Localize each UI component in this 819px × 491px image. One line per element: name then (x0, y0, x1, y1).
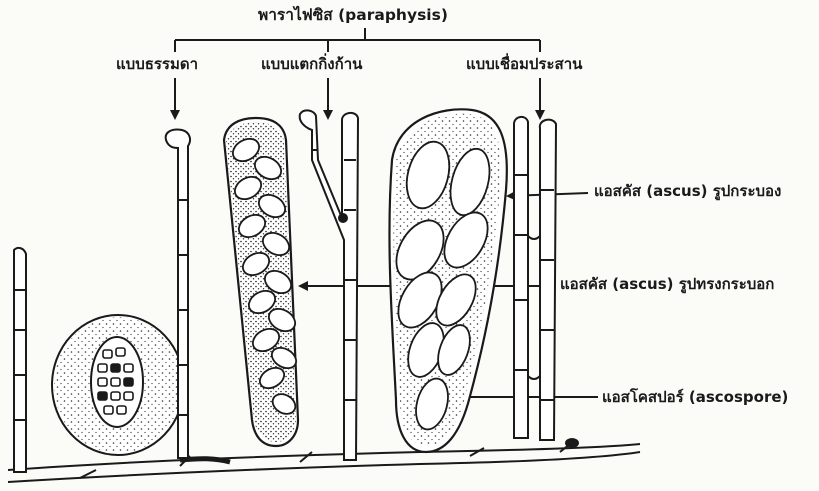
ascus-club-label: แอสคัส (ascus) รูปกระบอง (594, 184, 781, 199)
club-ascus (387, 109, 507, 452)
bracket (175, 28, 540, 52)
round-ascocarp (52, 315, 184, 455)
ascospore-label: แอสโคสปอร์ (ascospore) (602, 390, 788, 405)
left-paraphysis (14, 248, 26, 472)
paraphysis-title: พาราไฟซิส (paraphysis) (258, 8, 448, 24)
ascus-cylinder-label: แอสคัส (ascus) รูปทรงกระบอก (560, 277, 774, 292)
type-anastomosing-label: แบบเชื่อมประสาน (466, 57, 582, 72)
type-branched-label: แบบแตกกิ่งก้าน (261, 57, 362, 72)
type-arrows (175, 78, 540, 118)
type-simple-label: แบบธรรมดา (116, 57, 198, 72)
anastomosing-paraphysis (514, 117, 556, 440)
cylindrical-ascus (224, 118, 300, 446)
